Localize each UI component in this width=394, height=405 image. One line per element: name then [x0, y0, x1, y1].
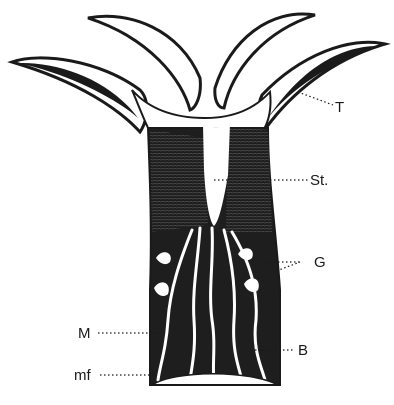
stomodaeum-right-wall [226, 128, 272, 232]
label-stomodaeum: St. [310, 173, 328, 188]
tentacle-right-outer [259, 42, 385, 128]
label-body-wall: B [298, 343, 308, 358]
label-gonad: G [314, 255, 326, 270]
oral-disc [132, 90, 271, 132]
label-mesenterial-filament: mf [74, 368, 91, 383]
label-mesentery: M [78, 326, 91, 341]
stomodaeum-left-wall [150, 130, 208, 232]
label-tentacle: T [335, 100, 344, 115]
tentacle-left-outer [12, 58, 147, 132]
